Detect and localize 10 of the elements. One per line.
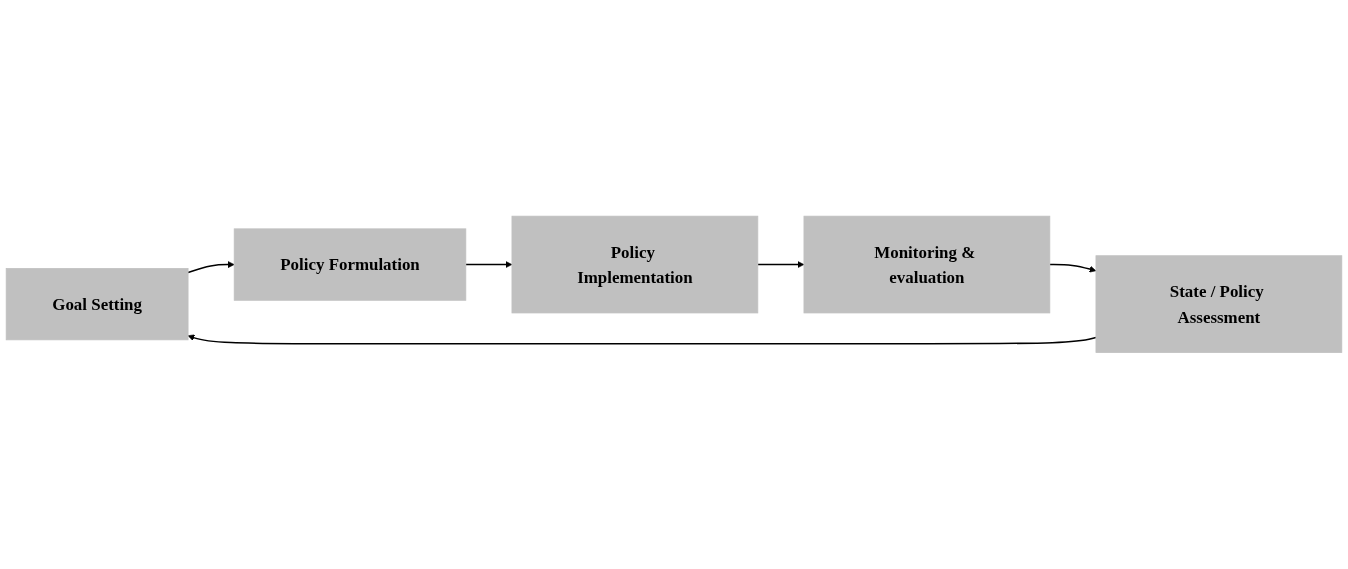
node-box: State / Policy Assessment (1095, 255, 1343, 354)
arrow (1049, 263, 1097, 273)
arrow (465, 261, 513, 269)
node-box: Goal Setting (5, 268, 189, 341)
node-box: Monitoring & evaluation (803, 215, 1051, 314)
arrow (757, 261, 805, 269)
node-box: Policy Implementation (511, 215, 759, 314)
arrow (187, 334, 1097, 345)
arrow (187, 261, 235, 274)
node-box: Policy Formulation (233, 228, 467, 301)
